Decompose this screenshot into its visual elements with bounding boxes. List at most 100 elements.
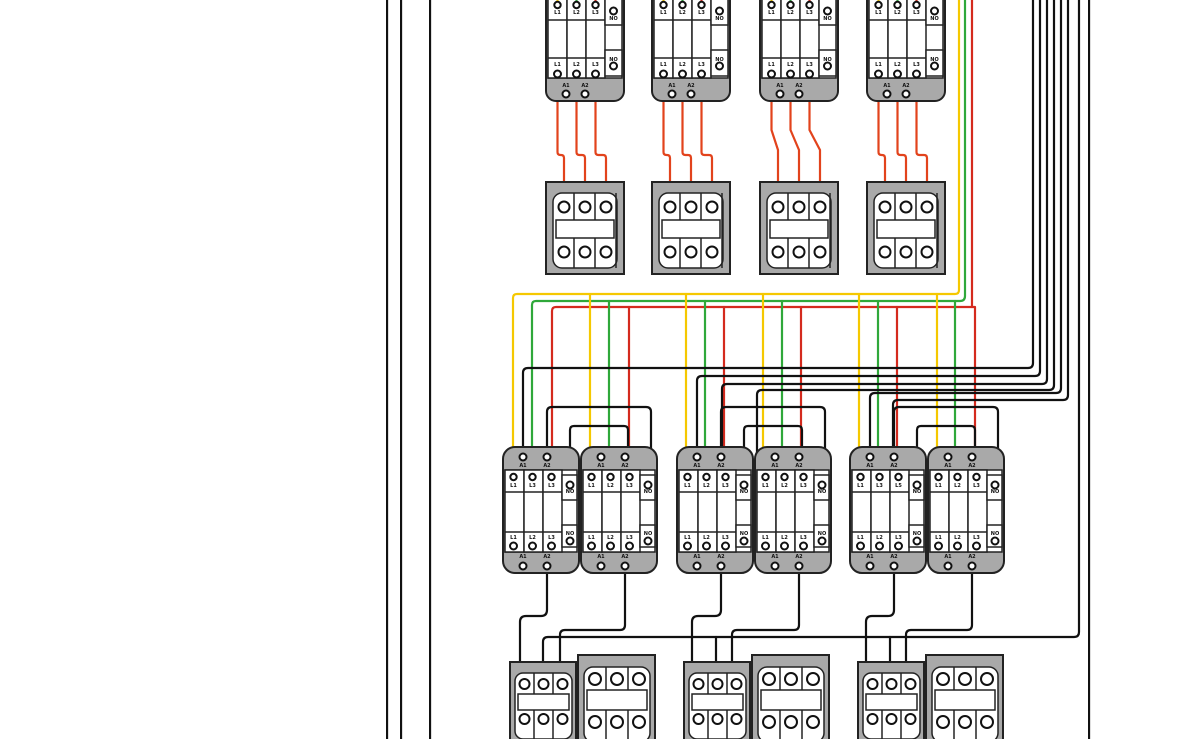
terminal-screw	[762, 672, 776, 686]
bottom-terminal-pair	[509, 654, 656, 739]
coil-terminal	[716, 561, 726, 571]
coil-label: A2	[717, 463, 725, 469]
line-label: L2	[607, 483, 614, 489]
terminal-label-window	[865, 693, 918, 711]
aux-terminal	[930, 61, 939, 71]
aux-terminal	[565, 480, 575, 490]
control-return-wire	[868, 0, 1063, 456]
terminal-screw	[711, 713, 724, 725]
wiring-layer	[511, 0, 1081, 687]
line-label: L3	[529, 483, 536, 489]
load-terminal	[780, 541, 789, 551]
load-label: L1	[588, 535, 595, 541]
load-terminal	[702, 541, 711, 551]
terminal-label-window	[517, 693, 570, 711]
aux-terminal	[817, 480, 827, 490]
control-return-wire	[891, 0, 1070, 456]
line-terminal	[591, 0, 600, 10]
terminal-screw	[806, 672, 820, 686]
control-return-wire	[521, 0, 1035, 456]
aux-terminal	[990, 480, 1000, 490]
aux-label: NO	[609, 57, 617, 63]
relay-output-terminal	[684, 245, 698, 259]
load-label: L3	[548, 535, 555, 541]
terminal-screw	[784, 715, 798, 729]
coil-label: A1	[866, 463, 874, 469]
aux-terminal	[823, 61, 832, 71]
bottom-terminal-pair	[683, 654, 830, 739]
load-wire	[556, 72, 566, 209]
load-terminal	[799, 541, 808, 551]
line-terminal	[767, 0, 776, 10]
relay-input-terminal	[663, 200, 677, 214]
terminal-screw	[806, 715, 820, 729]
relay-output-terminal	[899, 245, 913, 259]
relay-input-terminal	[771, 200, 785, 214]
relay-output-terminal	[578, 245, 592, 259]
coil-output-wire	[558, 568, 627, 687]
aux-label: NO	[609, 16, 617, 22]
relay-input-terminal	[599, 200, 613, 214]
coil-terminal	[542, 561, 552, 571]
aux-terminal	[930, 6, 939, 16]
coil-label: A2	[717, 554, 725, 560]
bottom-terminal-pair	[857, 654, 1004, 739]
load-terminal	[587, 541, 596, 551]
line-label: L2	[573, 10, 580, 16]
load-terminal	[894, 541, 903, 551]
aux-label: NO	[715, 57, 723, 63]
coil-label: A1	[944, 554, 952, 560]
coil-terminal	[692, 561, 702, 571]
load-terminal	[875, 541, 884, 551]
load-label: L2	[787, 62, 794, 68]
relay-output-terminal	[557, 245, 571, 259]
terminal-screw	[711, 678, 724, 690]
terminal-label-window	[934, 689, 996, 711]
line-label: L1	[510, 483, 517, 489]
line-terminal	[805, 0, 814, 10]
coil-terminal	[580, 89, 590, 99]
load-terminal	[972, 541, 981, 551]
line-terminal	[972, 472, 981, 482]
coil-label: A1	[597, 463, 605, 469]
coil-terminal	[686, 89, 696, 99]
aux-label: NO	[913, 489, 921, 495]
load-label: L3	[895, 535, 902, 541]
terminal-screw	[692, 678, 705, 690]
load-terminal	[591, 69, 600, 79]
line-label: L1	[554, 10, 561, 16]
coil-terminal	[620, 452, 630, 462]
coil-label: A1	[693, 554, 701, 560]
coil-label: A1	[771, 554, 779, 560]
line-label: L3	[876, 483, 883, 489]
line-terminal	[934, 472, 943, 482]
terminal-screw	[692, 713, 705, 725]
line-label: L3	[698, 10, 705, 16]
aux-label: NO	[818, 531, 826, 537]
line-terminal	[761, 472, 770, 482]
line-label: L1	[588, 483, 595, 489]
phase-l3-drop	[970, 305, 977, 478]
terminal-screw	[904, 678, 917, 690]
coil-terminal	[542, 452, 552, 462]
line-terminal	[587, 472, 596, 482]
coil-terminal	[865, 561, 875, 571]
coil-label: A1	[597, 554, 605, 560]
load-label: L3	[913, 62, 920, 68]
line-label: L3	[626, 483, 633, 489]
aux-terminal	[609, 61, 618, 71]
line-terminal	[894, 472, 903, 482]
load-terminal	[786, 69, 795, 79]
coil-terminal	[794, 561, 804, 571]
load-terminal	[678, 69, 687, 79]
load-label: L2	[954, 535, 961, 541]
terminal-screw	[537, 713, 550, 725]
coil-label: A1	[668, 83, 676, 89]
terminal-screw	[904, 713, 917, 725]
coil-terminal	[794, 452, 804, 462]
